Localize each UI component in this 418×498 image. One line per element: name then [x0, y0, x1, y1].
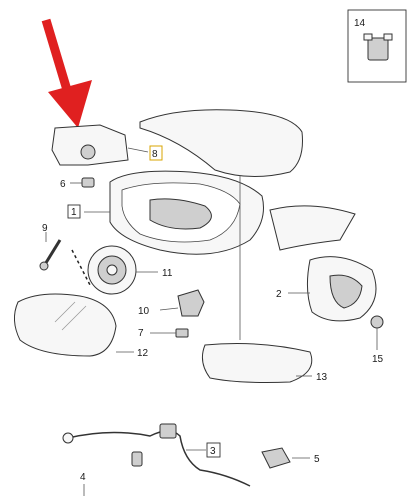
callout-5[interactable]: 5 — [314, 454, 320, 465]
part-14-clip — [367, 37, 389, 61]
callout-3-box — [206, 442, 221, 458]
part-3-wiring-harness: 3 — [62, 423, 251, 487]
callout-12[interactable]: 12 — [137, 348, 149, 359]
callout-1[interactable]: 1 — [71, 207, 77, 218]
callout-13[interactable]: 13 — [316, 372, 328, 383]
part-8-mirror-bracket: 8 — [51, 124, 163, 166]
callout-15[interactable]: 15 — [372, 354, 384, 365]
callout-11[interactable]: 11 — [162, 268, 173, 279]
callout-9[interactable]: 9 — [42, 223, 48, 234]
part-11-adjuster-motor: 11 — [87, 245, 173, 295]
callout-3[interactable]: 3 — [210, 446, 216, 457]
part-4-cable: 4 — [80, 472, 86, 496]
part-7-clip: 7 — [138, 328, 189, 339]
part-10-bracket: 10 — [138, 289, 205, 317]
callout-1-box — [67, 204, 81, 219]
part-1-mirror-housing: 1 — [67, 170, 264, 255]
part-9-screw: 9 — [39, 223, 62, 271]
part-2-indicator-lamp: 2 — [269, 205, 377, 322]
part-6-fastener: 6 — [60, 177, 95, 190]
part-13-lower-cover: 13 — [201, 175, 328, 383]
callout-14[interactable]: 14 — [354, 18, 366, 29]
callout-2[interactable]: 2 — [276, 289, 282, 300]
part-5-connector: 5 — [261, 447, 320, 469]
part-14-inset: 14 — [347, 9, 407, 83]
callout-6[interactable]: 6 — [60, 179, 66, 190]
callout-8[interactable]: 8 — [152, 149, 158, 160]
mirror-cap-top — [139, 109, 303, 178]
callout-10[interactable]: 10 — [138, 306, 150, 317]
part-12-mirror-glass: 12 — [14, 293, 149, 359]
callout-4[interactable]: 4 — [80, 472, 86, 483]
part-15-bolt: 15 — [370, 315, 384, 365]
assembly-guide-line — [71, 249, 91, 286]
red-arrow-icon — [41, 18, 92, 128]
callout-7[interactable]: 7 — [138, 328, 144, 339]
callout-8-box — [149, 145, 163, 161]
